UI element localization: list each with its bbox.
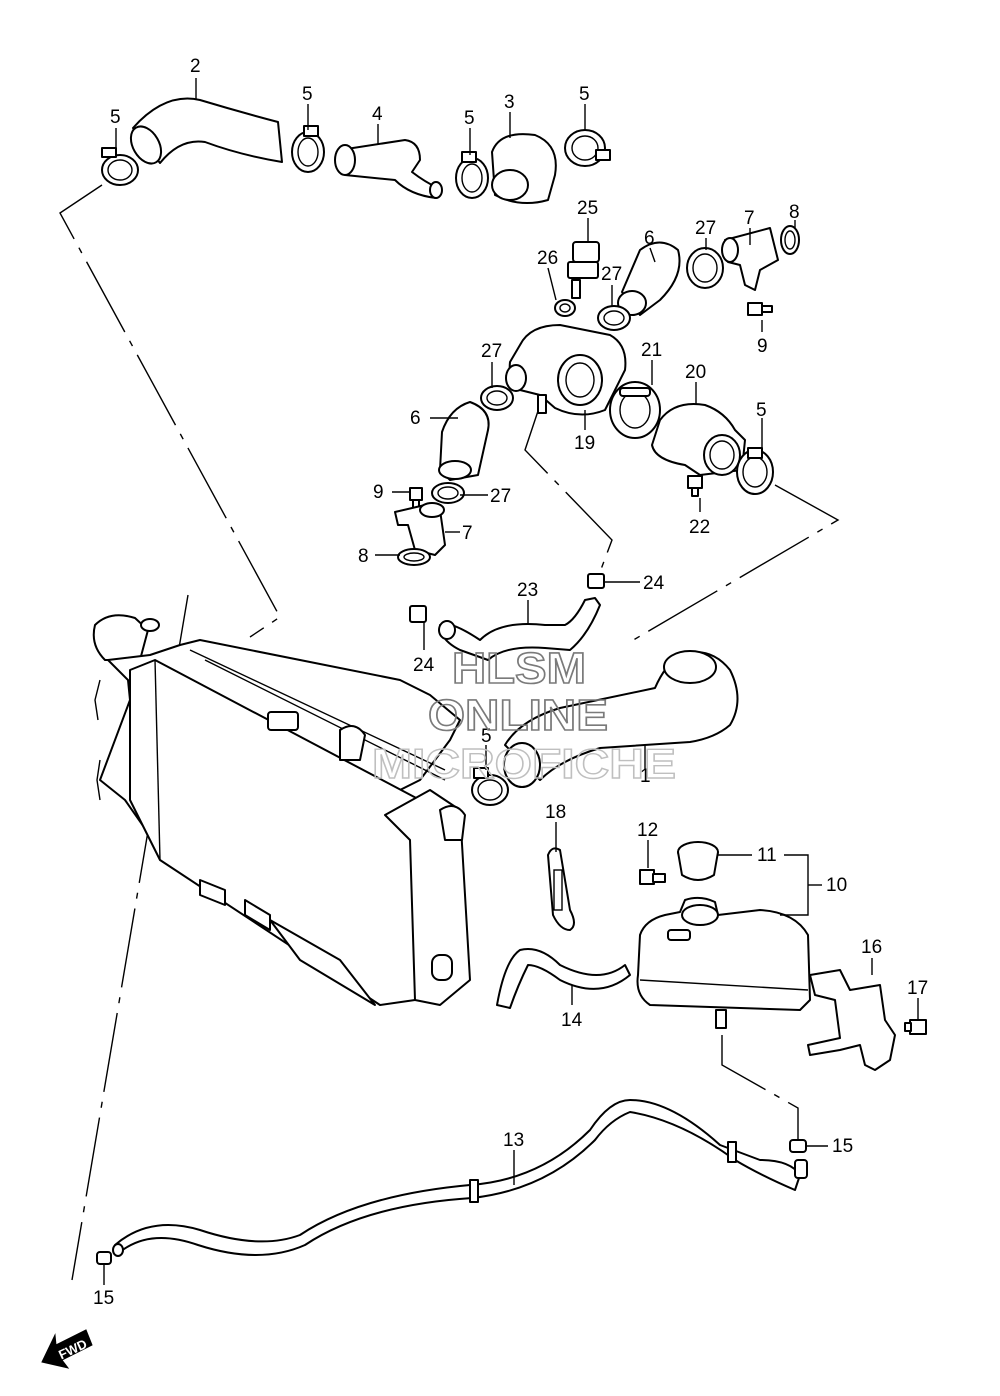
- bolt-part-17: [904, 1019, 927, 1035]
- callout-label: 1: [640, 766, 651, 787]
- watermark-line-3: MICROFICHE: [372, 740, 676, 787]
- callout-label: 5: [481, 726, 492, 747]
- thermostat-housing-part-19: [505, 324, 627, 416]
- fitting-part-7-lower: [394, 502, 446, 556]
- clip-part-24: [409, 605, 427, 623]
- callout-label: 6: [410, 408, 421, 429]
- hose-clamp-part-5: [101, 147, 139, 186]
- reservoir-tank-part-10: [636, 896, 811, 1029]
- callout-label: 18: [545, 802, 566, 823]
- callout-label: 5: [464, 108, 475, 129]
- callout-label: 9: [757, 336, 768, 357]
- hose-part-6-upper: [617, 241, 681, 316]
- hose-part-3: [491, 133, 557, 205]
- callout-label: 23: [517, 580, 538, 601]
- pipe-part-4: [334, 139, 443, 199]
- clamp-part-27: [431, 482, 465, 504]
- callout-label: 12: [637, 820, 658, 841]
- radiator: [92, 614, 471, 1006]
- fwd-arrow-icon: FWD: [41, 1329, 93, 1369]
- hose-part-13: [112, 1099, 808, 1257]
- hose-clamp-part-5: [471, 767, 509, 806]
- bolt-part-12: [639, 869, 666, 885]
- hose-part-6-lower: [438, 401, 490, 481]
- callout-label: 7: [462, 523, 473, 544]
- callout-label: 6: [644, 228, 655, 249]
- callout-label: 24: [643, 573, 665, 594]
- callout-label: 20: [685, 362, 706, 383]
- watermark-line-2: ONLINE: [428, 691, 608, 740]
- callout-label: 16: [861, 937, 882, 958]
- thermostat-cover-part-20: [651, 403, 746, 476]
- callout-label: 24: [413, 655, 435, 676]
- callout-label: 4: [372, 104, 383, 125]
- callout-label: 7: [744, 208, 755, 229]
- bolt-part-9-upper: [747, 302, 773, 316]
- callout-labels: 2 5 5 4 5 3 5 25 26 6 27 27 7 8 9 27 21 …: [93, 56, 928, 1309]
- callout-label: 9: [373, 482, 384, 503]
- clip-part-15: [789, 1139, 807, 1153]
- callout-label: 17: [907, 978, 928, 999]
- callout-label: 22: [689, 517, 710, 538]
- hose-clamp-part-5: [736, 447, 774, 495]
- hose-part-23: [438, 597, 601, 661]
- clip-part-24: [587, 573, 605, 589]
- watermark-line-1: HLSM: [452, 644, 586, 693]
- callout-label: 27: [481, 341, 502, 362]
- callout-label: 10: [826, 875, 847, 896]
- callout-label: 27: [490, 486, 511, 507]
- callout-label: 26: [537, 248, 558, 269]
- o-ring-part-8: [780, 225, 800, 255]
- callout-label: 8: [789, 202, 800, 223]
- callout-label: 13: [503, 1130, 524, 1151]
- callout-label: 5: [302, 84, 313, 105]
- callout-label: 15: [832, 1136, 853, 1157]
- overflow-hose-part-14: [496, 948, 631, 1009]
- hose-clamp-part-5: [455, 151, 489, 199]
- hose-holder-part-18: [547, 847, 575, 931]
- callout-label: 11: [757, 845, 777, 866]
- callout-label: 8: [358, 546, 369, 567]
- callout-label: 15: [93, 1288, 114, 1309]
- hose-clamp-part-5: [564, 129, 611, 167]
- thermostat-part-21: [609, 381, 661, 439]
- fitting-part-7-upper: [721, 227, 779, 291]
- fwd-label: FWD: [56, 1336, 89, 1362]
- watermark: HLSM ONLINE MICROFICHE: [371, 643, 676, 788]
- callout-label: 21: [641, 340, 662, 361]
- clip-part-15: [96, 1251, 112, 1265]
- o-ring-part-8: [397, 548, 431, 566]
- callout-label: 19: [574, 433, 595, 454]
- bolt-part-22: [687, 475, 703, 497]
- clamp-part-27: [597, 305, 631, 331]
- lower-hose-part-1: [503, 650, 739, 788]
- clamp-part-27: [480, 385, 514, 411]
- leader-lines: [103, 78, 919, 1285]
- callout-label: 14: [561, 1010, 583, 1031]
- reservoir-cap-part-11: [677, 841, 719, 881]
- hose-clamp-part-5: [291, 125, 325, 173]
- callout-label: 2: [190, 56, 201, 77]
- gasket-part-26: [554, 299, 576, 317]
- upper-hose-part-2: [129, 97, 283, 165]
- callout-label: 27: [601, 264, 622, 285]
- callout-label: 3: [504, 92, 515, 113]
- callout-label: 5: [579, 84, 590, 105]
- temperature-sensor-part-25: [567, 241, 600, 299]
- clamp-part-27: [686, 247, 724, 289]
- reservoir-bracket-part-16: [807, 969, 896, 1071]
- callout-label: 5: [756, 400, 767, 421]
- callout-label: 27: [695, 218, 716, 239]
- callout-label: 5: [110, 107, 121, 128]
- callout-label: 25: [577, 198, 598, 219]
